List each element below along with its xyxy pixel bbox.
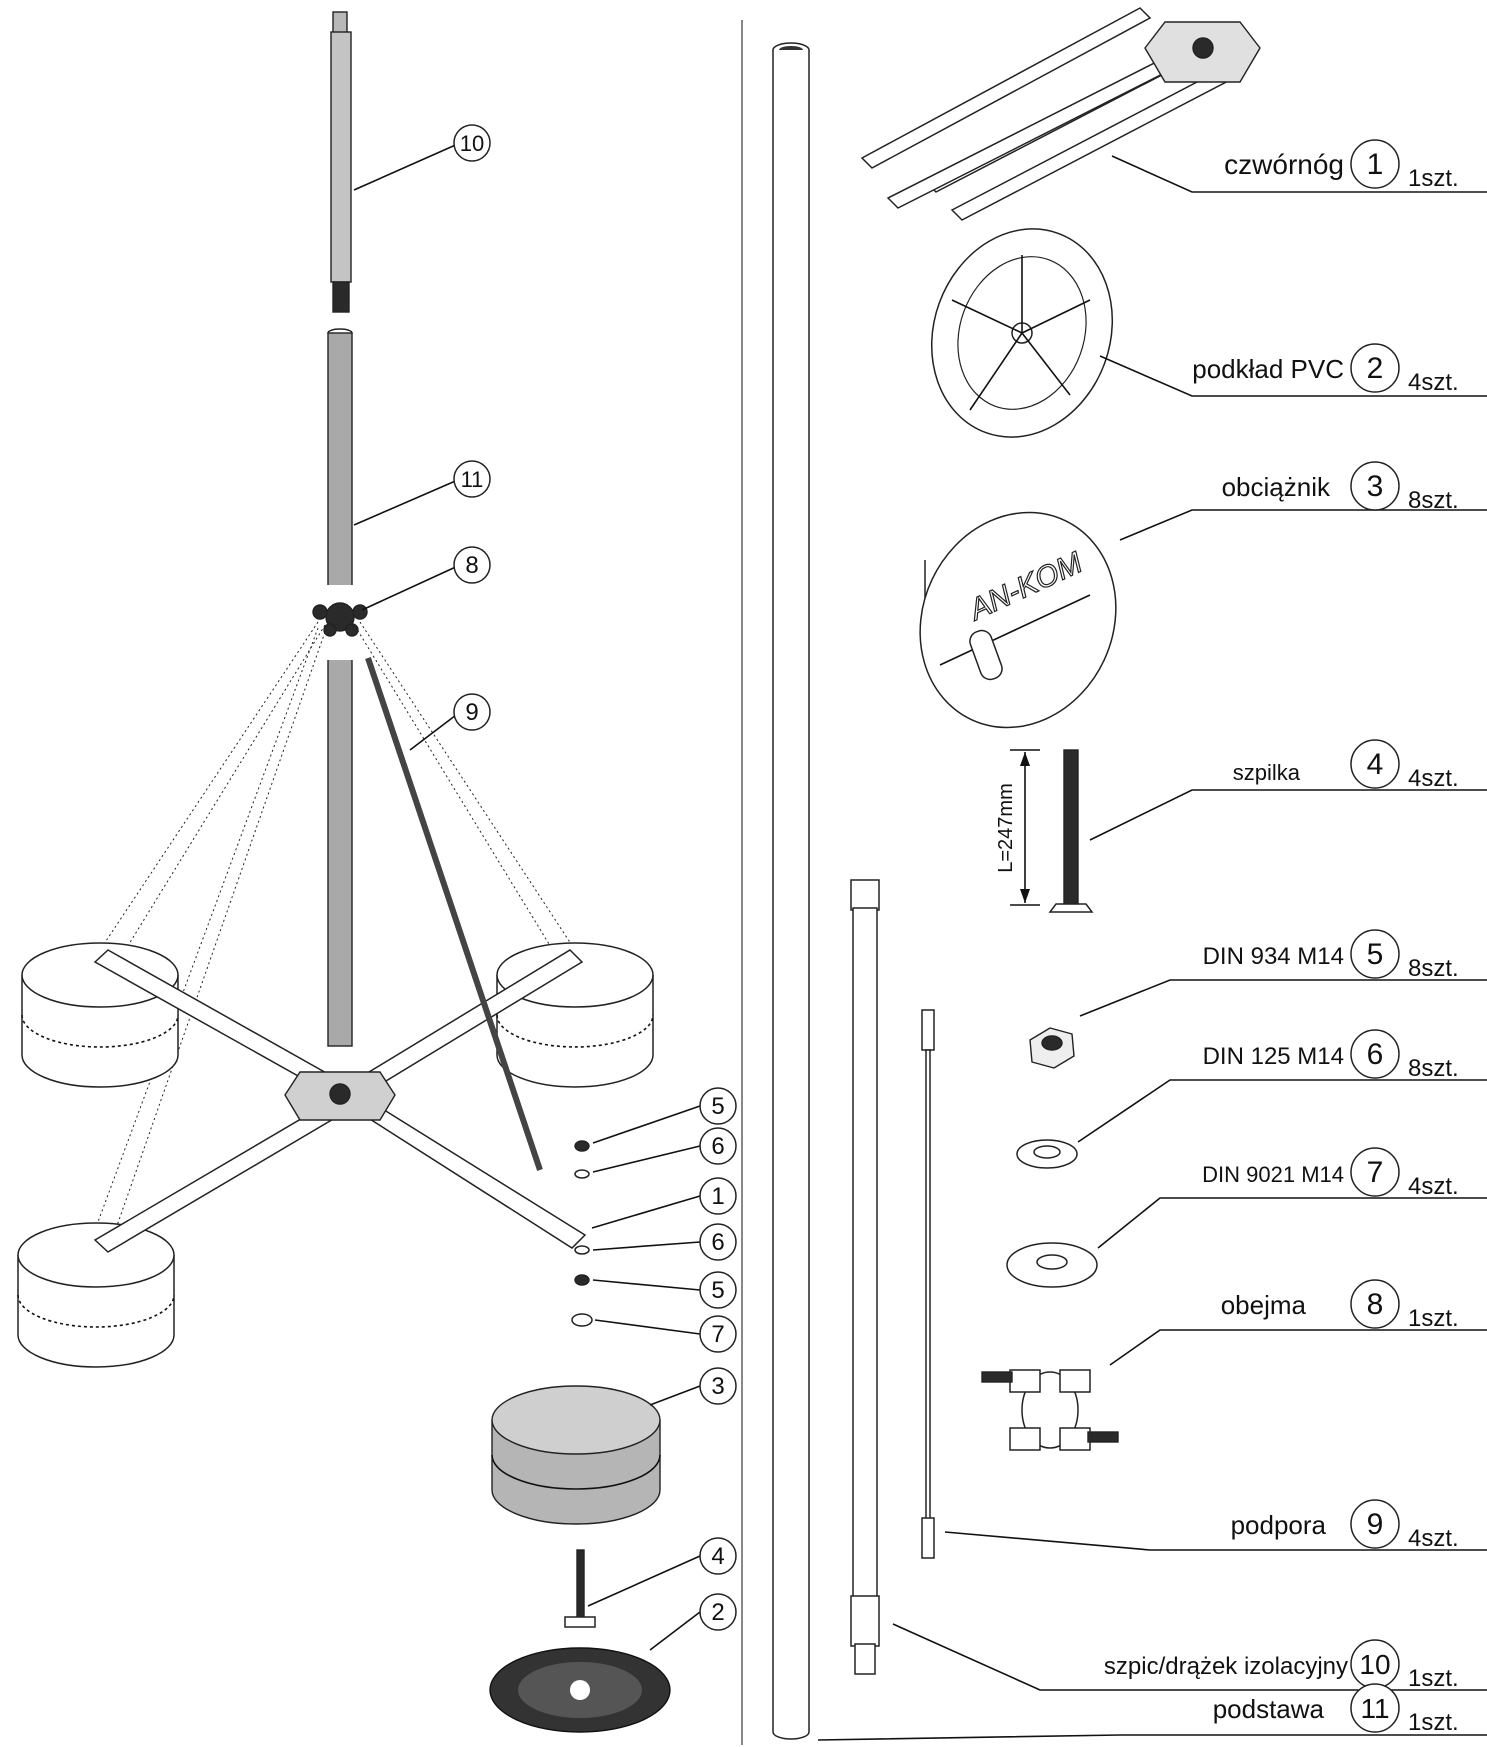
assembly-view: 10 11 8 9 5 6 1 6 5 7 3 4 2: [17, 11, 737, 1733]
assembly-nut-1: [574, 1140, 590, 1152]
assembly-pvc-exploded: [489, 1647, 671, 1733]
part-number: 8: [1367, 1288, 1384, 1321]
part-number: 2: [1367, 352, 1384, 385]
part-entry-6: DIN 125 M14 6 8szt.: [1203, 1038, 1459, 1082]
assembly-callout-10: 3: [711, 1373, 724, 1400]
part-illustration-weight: [919, 511, 1117, 729]
part-name: podstawa: [1213, 1694, 1325, 1724]
part-illustration-nut: [1029, 1027, 1075, 1069]
part-entry-2: podkład PVC 2 4szt.: [1192, 352, 1458, 396]
part-name: podpora: [1231, 1510, 1327, 1540]
part-name: podkład PVC: [1192, 354, 1344, 384]
parts-list-view: AN-KOM L=247mm: [772, 7, 1487, 1741]
part-entry-7: DIN 9021 M14 7 4szt.: [1202, 1156, 1459, 1200]
part-quantity: 1szt.: [1408, 1709, 1459, 1736]
part-number: 3: [1367, 470, 1384, 503]
assembly-weight-exploded: [491, 1385, 661, 1525]
assembly-callout-circles: [453, 124, 737, 1631]
stud-length-dimension: L=247mm: [995, 783, 1017, 873]
assembly-callout-0: 10: [460, 131, 484, 156]
assembly-weight-ne: [496, 942, 654, 1088]
parts-circles: [1350, 139, 1400, 1733]
part-number: 11: [1360, 1693, 1389, 1724]
assembly-callout-1: 11: [461, 467, 484, 492]
part-illustration-quadpod: [860, 7, 1261, 221]
assembly-weight-nw: [21, 942, 179, 1088]
assembly-brace: [365, 657, 543, 1171]
assembly-callout-5: 6: [711, 1133, 724, 1160]
assembly-pole: [320, 328, 360, 1047]
assembly-washer-2: [574, 1245, 590, 1255]
part-number: 9: [1367, 1508, 1384, 1541]
part-quantity: 1szt.: [1408, 1665, 1459, 1692]
assembly-washer-1: [574, 1169, 590, 1179]
part-quantity: 8szt.: [1408, 1055, 1459, 1082]
part-illustration-pvc-pad: [930, 228, 1114, 438]
assembly-callout-7: 6: [711, 1229, 724, 1256]
part-illustration-clamp: [981, 1369, 1119, 1451]
part-name: DIN 9021 M14: [1202, 1162, 1344, 1187]
part-illustration-pole: [772, 42, 810, 1740]
assembly-callout-11: 4: [711, 1543, 724, 1570]
assembly-spike: [330, 11, 352, 313]
assembly-callout-6: 1: [711, 1183, 724, 1210]
part-entry-11: podstawa 11 1szt.: [1213, 1693, 1459, 1736]
part-entry-5: DIN 934 M14 5 8szt.: [1203, 938, 1459, 982]
part-number: 4: [1367, 748, 1384, 781]
part-quantity: 8szt.: [1408, 487, 1459, 514]
assembly-callout-9: 7: [711, 1321, 724, 1348]
part-illustration-spike: [850, 879, 880, 1675]
assembly-callout-3: 9: [465, 699, 478, 726]
part-entry-10: szpic/drążek izolacyjny 10 1szt.: [1104, 1649, 1459, 1692]
part-entry-9: podpora 9 4szt.: [1231, 1508, 1459, 1552]
part-illustration-washer: [1016, 1139, 1078, 1169]
assembly-weight-sw: [17, 1222, 175, 1368]
part-quantity: 8szt.: [1408, 955, 1459, 982]
assembly-washer-large: [571, 1313, 593, 1327]
part-quantity: 4szt.: [1408, 1525, 1459, 1552]
assembly-callouts: [353, 142, 701, 1651]
part-entry-8: obejma 8 1szt.: [1221, 1288, 1459, 1332]
part-number: 7: [1367, 1156, 1384, 1189]
part-name: DIN 125 M14: [1203, 1043, 1344, 1070]
part-quantity: 4szt.: [1408, 1173, 1459, 1200]
part-entry-3: obciążnik 3 8szt.: [1222, 470, 1459, 514]
part-entry-1: czwórnóg 1 1szt.: [1224, 148, 1459, 192]
part-number: 5: [1367, 938, 1384, 971]
part-number: 1: [1367, 148, 1384, 181]
assembly-quadpod: [93, 949, 587, 1253]
part-name: czwórnóg: [1224, 149, 1344, 180]
part-name: szpilka: [1233, 760, 1301, 785]
assembly-callout-2: 8: [465, 552, 478, 579]
assembly-callout-4: 5: [711, 1093, 724, 1120]
part-illustration-large-washer: [1006, 1242, 1098, 1288]
part-illustration-stud: [1010, 749, 1094, 913]
part-number: 10: [1359, 1649, 1390, 1680]
assembly-callout-12: 2: [711, 1599, 724, 1626]
part-number: 6: [1367, 1038, 1384, 1071]
part-quantity: 4szt.: [1408, 765, 1459, 792]
part-illustration-brace: [921, 1009, 935, 1559]
part-quantity: 1szt.: [1408, 165, 1459, 192]
part-quantity: 4szt.: [1408, 369, 1459, 396]
part-name: szpic/drążek izolacyjny: [1104, 1653, 1348, 1680]
part-name: obejma: [1221, 1290, 1307, 1320]
parts-leaders: [817, 155, 1487, 1741]
guy-wires: [94, 621, 576, 1241]
part-name: obciążnik: [1222, 472, 1331, 502]
assembly-nut-2: [574, 1274, 590, 1286]
part-entry-4: szpilka 4 4szt.: [1233, 748, 1459, 792]
part-quantity: 1szt.: [1408, 1305, 1459, 1332]
assembly-stud-exploded: [564, 1549, 596, 1628]
part-name: DIN 934 M14: [1203, 943, 1344, 970]
assembly-callout-8: 5: [711, 1277, 724, 1304]
